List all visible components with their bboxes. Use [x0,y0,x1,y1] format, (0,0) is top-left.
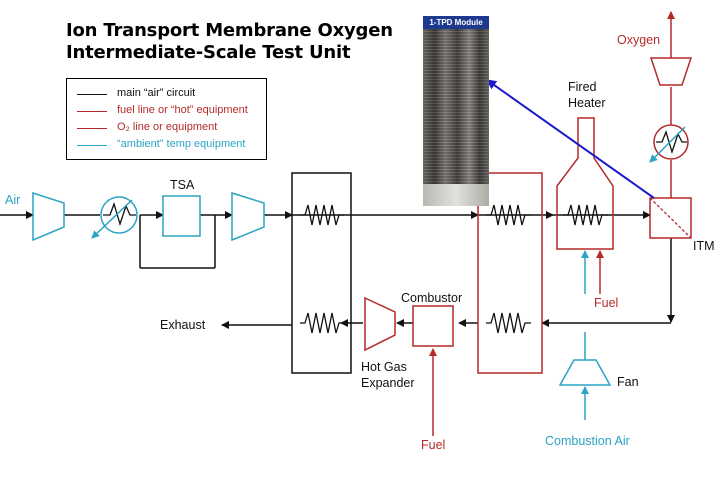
legend: main “air” circuit fuel line or “hot” eq… [66,78,267,160]
itm-unit [649,197,692,239]
label-expander: Expander [361,376,415,390]
label-itm: ITM [693,239,715,253]
label-combustor: Combustor [401,291,463,305]
photo-pointer-arrow [486,79,655,199]
fired-heater [556,117,614,250]
title-line-1: Ion Transport Membrane Oxygen [66,20,393,41]
heat-exchanger-coils [300,204,608,334]
label-hot-gas: Hot Gas [361,360,407,374]
combustor-box [412,305,454,347]
photo-caption: 1-TPD Module [423,16,489,29]
fan [558,359,612,386]
title-line-2: Intermediate-Scale Test Unit [66,42,351,63]
oxygen-line [649,11,693,198]
oxygen-cooler [653,124,689,160]
hot-recuperator-box [477,172,543,374]
main-air-line [0,211,675,329]
label-air: Air [5,193,21,207]
air-compressor [32,191,65,242]
label-fired: Fired [568,80,597,94]
label-heater: Heater [568,96,606,110]
label-oxygen: Oxygen [617,33,661,47]
hot-gas-expander [364,296,396,352]
oxygen-compressor [649,57,693,86]
main-compressor [231,191,265,242]
label-fan: Fan [617,375,639,389]
air-cooler [91,196,138,239]
label-exhaust: Exhaust [160,318,206,332]
label-fuel-combustor: Fuel [421,438,446,452]
recuperator-box [291,172,352,374]
label-combustion-air: Combustion Air [545,434,630,448]
photo-base [423,184,489,206]
module-photo: 1-TPD Module [423,16,489,206]
label-tsa: TSA [170,178,195,192]
label-fuel-heater: Fuel [594,296,619,310]
tsa-box [162,195,201,237]
